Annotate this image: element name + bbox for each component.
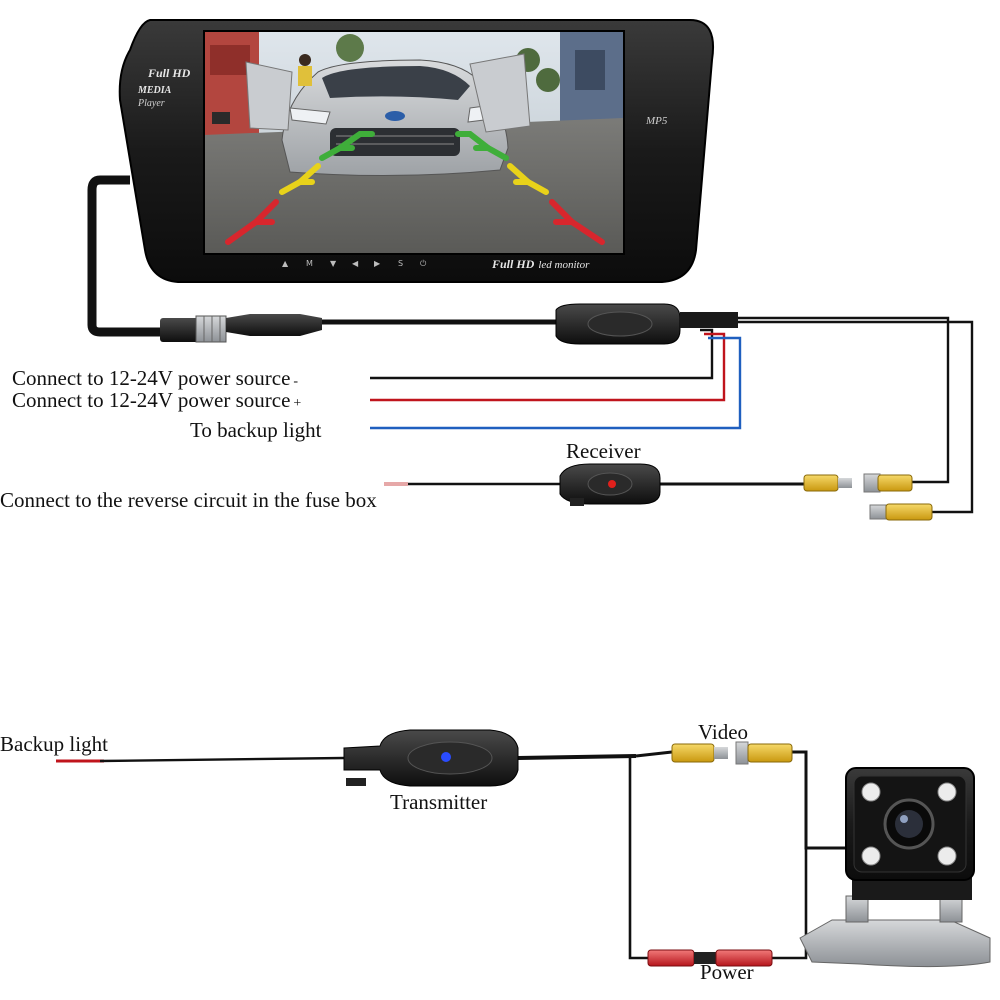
monitor-cable <box>87 175 556 337</box>
monitor-up-button[interactable]: ▲ <box>282 259 289 268</box>
power-harness-box <box>555 303 738 345</box>
receiver-rca-spare-connector <box>869 503 933 521</box>
power-negative-text: Connect to 12-24V power source <box>12 366 291 390</box>
power-positive-sign: + <box>293 396 302 411</box>
monitor-power-icon[interactable]: ⏻ <box>420 259 427 268</box>
receiver-label: Receiver <box>566 439 641 463</box>
receiver-led-icon <box>608 480 616 488</box>
camera-power-connector <box>647 949 773 967</box>
monitor-mp5-badge: MP5 <box>645 115 668 127</box>
camera-screen <box>203 30 625 255</box>
receiver-wires <box>384 480 940 514</box>
backup-light-wire-label: To backup light <box>190 418 322 442</box>
monitor-plug-connector <box>160 314 322 343</box>
backup-light-label: Backup light <box>0 732 108 756</box>
monitor-bottom-rest: led monitor <box>538 259 590 271</box>
transmitter-label: Transmitter <box>390 790 488 814</box>
monitor-brand-line3: Player <box>137 98 165 109</box>
receiver-rca-video-connector <box>803 473 913 493</box>
transmitter-box <box>343 729 519 787</box>
transmitter-led-icon <box>441 752 451 762</box>
mirror-monitor: Full HD MEDIA Player MP5 ▲ M ▼ ◀ ▶ S ⏻ F… <box>118 19 714 283</box>
monitor-brand-line1: Full HD <box>147 66 191 80</box>
monitor-source-button[interactable]: S <box>398 259 403 268</box>
backup-camera <box>799 767 991 968</box>
monitor-button-row: ▲ M ▼ ◀ ▶ S ⏻ <box>282 259 427 268</box>
reverse-circuit-label: Connect to the reverse circuit in the fu… <box>0 488 377 512</box>
power-positive-text: Connect to 12-24V power source <box>12 388 291 412</box>
harness-wires <box>370 316 974 514</box>
parking-guidelines <box>225 131 605 245</box>
power-label: Power <box>700 960 754 984</box>
transmitter-rca-video-connector <box>671 741 793 765</box>
power-positive-label: Connect to 12-24V power source+ <box>12 390 301 411</box>
monitor-bottom-bold: Full HD <box>491 257 535 271</box>
monitor-down-button[interactable]: ▼ <box>330 259 337 268</box>
receiver-box <box>559 463 661 506</box>
monitor-left-button[interactable]: ◀ <box>352 259 359 268</box>
power-negative-sign: - <box>293 374 299 389</box>
monitor-brand-line2: MEDIA <box>137 85 172 96</box>
transmitter-wires <box>56 750 848 960</box>
power-negative-label: Connect to 12-24V power source- <box>12 368 298 389</box>
monitor-menu-button[interactable]: M <box>306 259 313 268</box>
video-label: Video <box>698 720 749 744</box>
monitor-right-button[interactable]: ▶ <box>374 259 381 268</box>
